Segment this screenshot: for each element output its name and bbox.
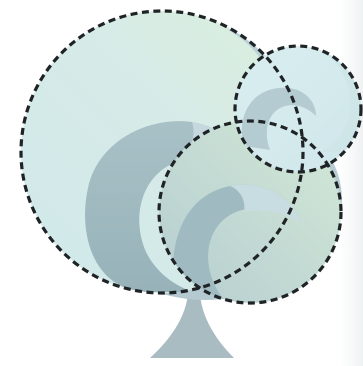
tree-svg xyxy=(0,0,363,366)
tree-illustration xyxy=(0,0,363,366)
